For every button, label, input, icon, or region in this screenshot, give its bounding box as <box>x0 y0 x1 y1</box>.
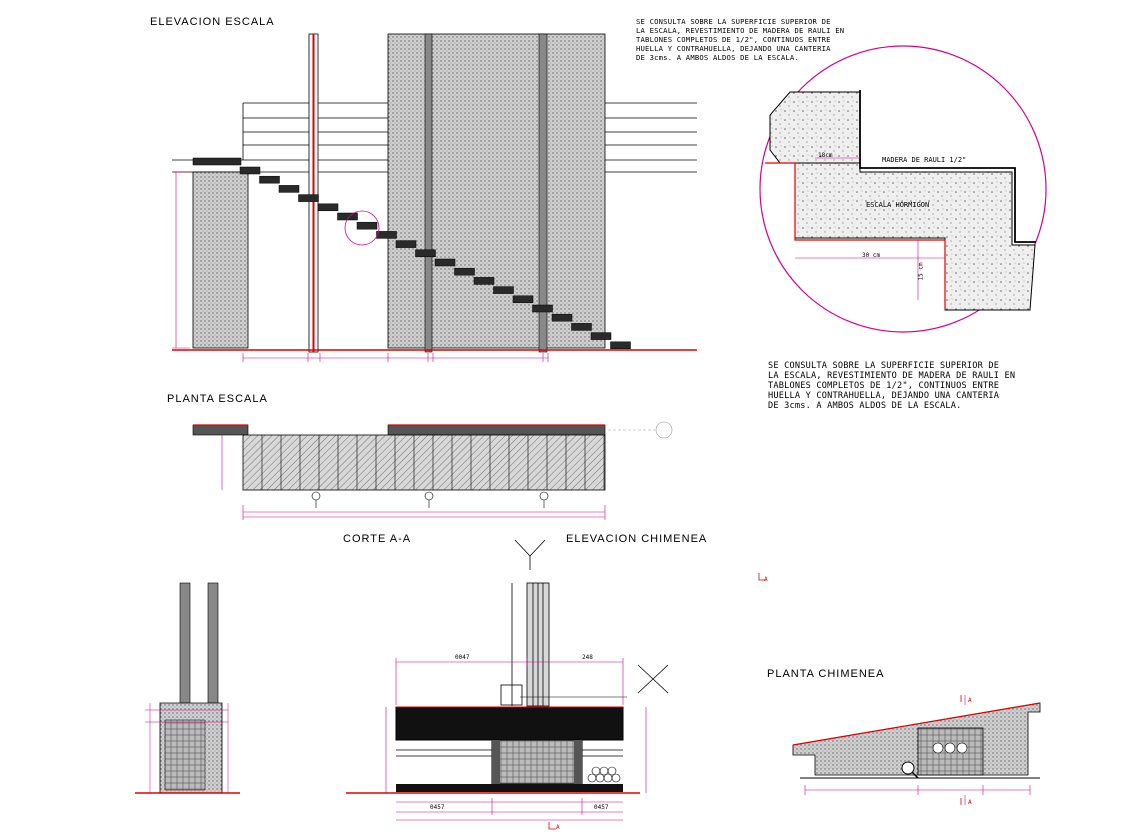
title-elevacion-chimenea: ELEVACION CHIMENEA <box>566 533 708 545</box>
stair-step <box>512 295 534 304</box>
stair-step <box>376 231 397 239</box>
dim-chimenea-bottom-right: 0457 <box>594 804 609 811</box>
section-mark-a-2: A <box>556 824 560 831</box>
stair-step <box>493 286 514 294</box>
stair-step <box>434 258 456 267</box>
stair-step <box>259 175 280 184</box>
hearth <box>396 784 623 792</box>
firewood <box>587 766 621 783</box>
stair-step <box>356 221 378 230</box>
stair-step <box>415 249 436 258</box>
plan-slab-left <box>192 424 249 436</box>
corte-aa-drawing <box>135 582 240 794</box>
stair-step <box>590 332 612 340</box>
stair-step <box>610 341 631 350</box>
rauli-wood-finish <box>859 90 1036 243</box>
tread-lines <box>261 435 605 490</box>
dim-chimenea-top-left: 0047 <box>455 654 470 661</box>
dim-30cm: 30 cm <box>862 252 881 259</box>
title-planta-escala: PLANTA ESCALA <box>167 393 268 405</box>
stair-step <box>454 267 475 276</box>
dimension-lines <box>172 171 549 362</box>
plan-column-markers <box>311 491 549 508</box>
dim-chimenea-top-right: 248 <box>582 654 593 661</box>
chimney-flue <box>511 582 550 707</box>
stair-steps <box>192 157 631 350</box>
elevacion-escala-drawing <box>172 33 697 362</box>
plan-section-marker <box>608 421 673 439</box>
chimenea-dimensions <box>385 658 647 821</box>
stair-step <box>337 212 358 221</box>
plan-treads <box>242 434 606 491</box>
landing-wall <box>192 171 249 349</box>
plan-slab-right <box>387 424 606 436</box>
stair-step <box>317 203 339 212</box>
planta-chimenea-dimensions <box>804 695 1031 805</box>
section-mark-a-4: A <box>968 799 972 806</box>
wall-block <box>387 33 606 349</box>
section-mark-a-3: A <box>968 697 972 704</box>
detail-callout-circle <box>344 210 380 246</box>
concrete-stair-body <box>794 162 1036 311</box>
mantle-beam <box>395 706 624 741</box>
title-elevacion-escala: ELEVACION ESCALA <box>150 16 275 28</box>
stair-step <box>192 157 242 166</box>
dim-18cm: 18cm <box>818 152 833 159</box>
red-cut-line <box>765 162 946 310</box>
dim-chimenea-bottom-left: 0457 <box>430 804 445 811</box>
axis-symbol <box>514 539 669 694</box>
label-madera-rauli: MADERA DE RAULI 1/2" <box>882 156 967 164</box>
title-corte-aa: CORTE A-A <box>343 533 412 545</box>
stair-step <box>395 240 417 248</box>
firebox-opening <box>491 739 583 785</box>
title-planta-chimenea: PLANTA CHIMENEA <box>767 668 885 680</box>
plan-dimensions <box>221 435 606 520</box>
stair-step <box>298 194 319 202</box>
stair-step <box>571 323 592 331</box>
column-2 <box>538 33 548 353</box>
elevacion-chimenea-drawing <box>346 539 669 821</box>
stair-detail <box>759 45 1047 333</box>
stair-step <box>551 313 573 322</box>
stair-step <box>278 185 300 193</box>
column-1 <box>424 33 433 353</box>
planta-chimenea-drawing <box>548 573 1041 830</box>
dim-15cm: 15 cm <box>917 262 925 281</box>
stair-step <box>473 277 495 285</box>
note-top: SE CONSULTA SOBRE LA SUPERFICIE SUPERIOR… <box>636 17 845 62</box>
stair-step <box>532 304 553 313</box>
planta-escala-drawing <box>192 421 673 520</box>
concrete-upper <box>769 91 861 164</box>
stair-step <box>239 166 261 175</box>
note-middle: SE CONSULTA SOBRE LA SUPERFICIE SUPERIOR… <box>768 361 1016 411</box>
label-escala-hormigon: ESCALA HORMIGON <box>866 201 930 209</box>
section-mark-a-1: A <box>764 576 768 583</box>
